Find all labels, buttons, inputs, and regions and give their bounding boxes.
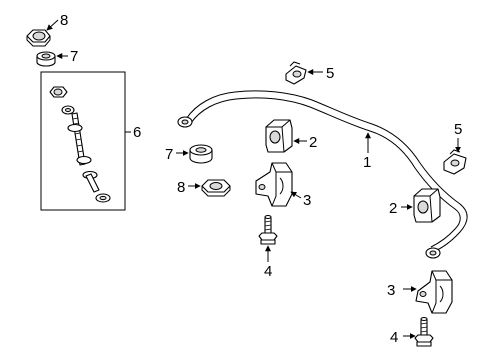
callout-8-middle: 8 [177,179,185,196]
callout-8-top: 8 [60,12,68,29]
callout-2-right: 2 [389,200,397,217]
callout-7-top: 7 [70,48,78,65]
callout-1: 1 [363,154,371,171]
nut-part-top [26,29,51,47]
bolt-part-right [414,316,434,347]
callout-5-right: 5 [454,121,462,138]
bolt-part-center [258,214,278,245]
leader-3-center [290,191,302,199]
callout-4-center: 4 [264,263,272,280]
bar-bushing-part-right [413,188,441,223]
callout-5-upper: 5 [326,65,334,82]
callout-2-center: 2 [309,134,317,151]
bar-bracket-part-right [415,270,453,314]
bushing-part-top [36,51,56,67]
callout-3-center: 3 [303,192,311,209]
stabilizer-link-part [49,86,111,203]
leader-8-top [46,19,59,31]
callout-3-right: 3 [387,282,395,299]
callout-6: 6 [133,124,141,141]
bar-bushing-part-center [265,119,293,153]
bar-bracket-part-center [255,162,293,207]
nut-part-middle [201,179,231,197]
clip-nut-part-upper [285,61,307,85]
link-kit-box [40,71,126,211]
clip-nut-part-right [443,149,467,175]
bushing-part-middle [189,144,213,164]
stabilizer-bar-part [177,90,468,259]
callout-4-right: 4 [390,329,398,346]
callout-7-middle: 7 [165,146,173,163]
